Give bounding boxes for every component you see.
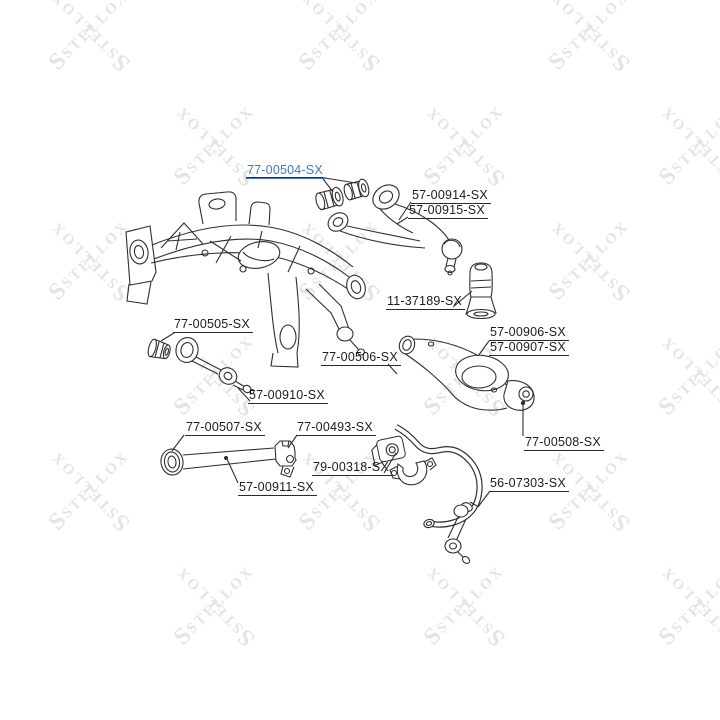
- highlighted-bushings-drawing: [246, 176, 370, 211]
- part-label-57-00910: 57-00910-SX: [248, 388, 328, 404]
- part-label-57-00911: 57-00911-SX: [238, 480, 317, 496]
- part-label-77-00505: 77-00505-SX: [173, 317, 253, 333]
- part-label-77-00508: 77-00508-SX: [524, 435, 604, 451]
- upper-arm-drawing: [327, 184, 463, 276]
- part-label-77-00506: 77-00506-SX: [321, 350, 401, 366]
- trailing-link-drawing: [147, 336, 255, 395]
- leader-lines: [160, 201, 524, 508]
- part-label-56-07303: 56-07303-SX: [489, 476, 569, 492]
- part-label-57-00915: 57-00915-SX: [408, 203, 488, 219]
- subframe-drawing: [125, 191, 366, 368]
- part-label-57-00914: 57-00914-SX: [411, 188, 491, 204]
- bump-stop-drawing: [465, 262, 497, 320]
- part-label-57-00906: 57-00906-SX: [489, 325, 569, 341]
- part-label-77-00504: 77-00504-SX: [246, 163, 326, 179]
- part-label-77-00507: 77-00507-SX: [185, 420, 265, 436]
- part-label-79-00318: 79-00318-SX: [312, 460, 392, 476]
- lower-arm-drawing: [398, 335, 535, 411]
- stabilizer-drawing: [371, 424, 483, 564]
- part-label-11-37189: 11-37189-SX: [386, 294, 465, 310]
- part-label-57-00907: 57-00907-SX: [489, 340, 569, 356]
- part-label-77-00493: 77-00493-SX: [296, 420, 376, 436]
